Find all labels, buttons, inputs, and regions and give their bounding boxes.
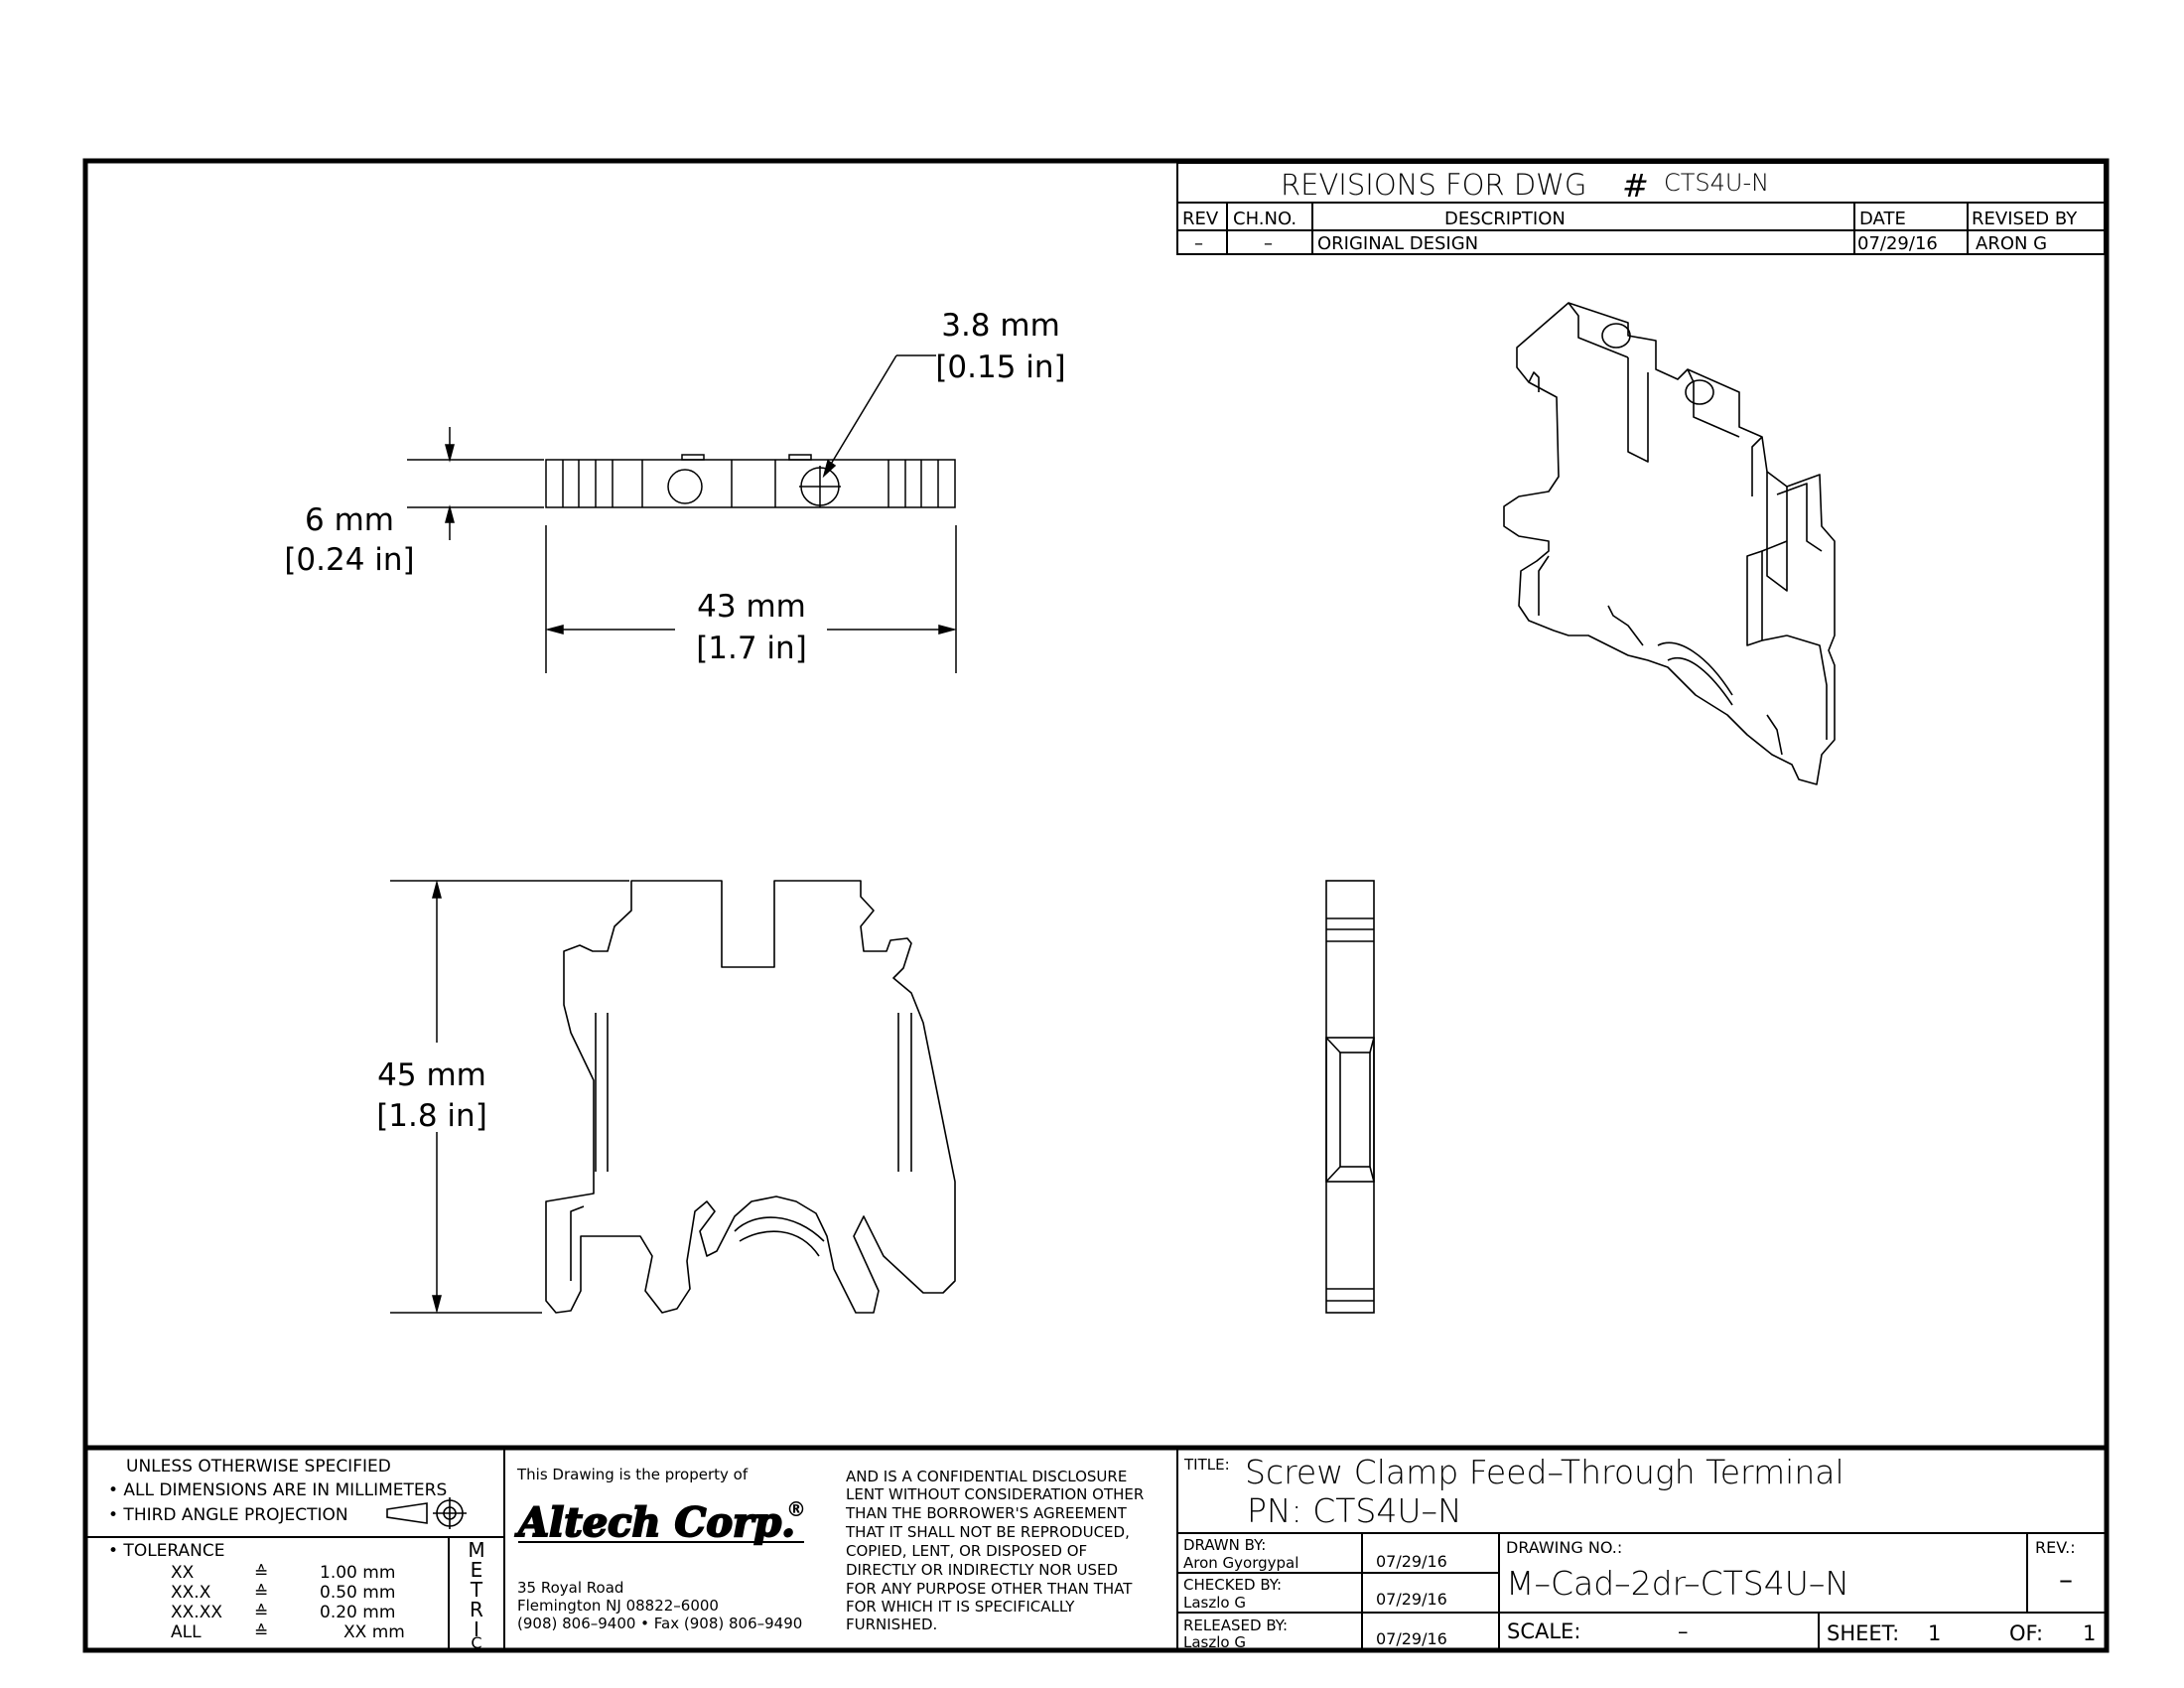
drawn-by-name: Aron Gyorgypal: [1183, 1554, 1298, 1572]
tol-symbol: ≙: [254, 1622, 268, 1642]
tol-symbol: ≙: [254, 1563, 268, 1583]
tol-key: XX.X: [171, 1583, 211, 1603]
svg-text:FURNISHED.: FURNISHED.: [846, 1616, 937, 1633]
side-view: [1325, 880, 1375, 1314]
part-number: PN: CTS4U–N: [1247, 1491, 1462, 1530]
rev-value: –: [2059, 1563, 2073, 1596]
tol-key: ALL: [171, 1622, 202, 1642]
rev-label: REV.:: [2035, 1538, 2076, 1557]
svg-text:T: T: [470, 1578, 483, 1602]
checked-by-label: CHECKED BY:: [1183, 1576, 1282, 1594]
sheet-label: SHEET:: [1827, 1621, 1899, 1645]
svg-text:I: I: [474, 1618, 479, 1641]
scale-label: SCALE:: [1507, 1619, 1580, 1643]
registered-mark: ®: [786, 1497, 806, 1521]
svg-text:FOR WHICH IT IS SPECIFICALLY: FOR WHICH IT IS SPECIFICALLY: [846, 1598, 1075, 1616]
hole-in: [0.15 in]: [935, 350, 1065, 385]
revisions-hash: #: [1622, 167, 1649, 205]
height-dimension: [390, 880, 629, 1314]
tol-key: XX: [171, 1563, 195, 1583]
tol-symbol: ≙: [254, 1583, 268, 1603]
width-in: [1.7 in]: [696, 631, 807, 666]
tol-value: 1.00 mm: [320, 1563, 395, 1583]
svg-text:R: R: [470, 1598, 483, 1621]
date-header: DATE: [1859, 209, 1906, 229]
disclosure-text: AND IS A CONFIDENTIAL DISCLOSURE LENT WI…: [845, 1468, 1144, 1633]
released-by-label: RELEASED BY:: [1183, 1617, 1288, 1634]
drawn-date: 07/29/16: [1376, 1552, 1447, 1571]
revised-by-cell: ARON G: [1976, 233, 2047, 254]
hole-mm: 3.8 mm: [941, 308, 1060, 344]
height-in: [1.8 in]: [376, 1098, 487, 1134]
width-mm: 43 mm: [697, 589, 806, 625]
thickness-mm: 6 mm: [305, 502, 394, 538]
unless-note: UNLESS OTHERWISE SPECIFIED: [126, 1457, 391, 1477]
of-value: 1: [2083, 1621, 2096, 1645]
sheet-value: 1: [1928, 1621, 1941, 1645]
checked-by-name: Laszlo G: [1183, 1594, 1246, 1612]
tol-value: 0.20 mm: [320, 1603, 395, 1622]
svg-text:FOR ANY PURPOSE OTHER THAN THA: FOR ANY PURPOSE OTHER THAN THAT: [846, 1580, 1133, 1598]
tol-symbol: ≙: [254, 1603, 268, 1622]
description-cell: ORIGINAL DESIGN: [1317, 233, 1478, 254]
title-label: TITLE:: [1183, 1456, 1230, 1474]
chno-cell: –: [1264, 233, 1273, 254]
top-view: [545, 454, 956, 508]
title-block-lines: [85, 1445, 2107, 1650]
projection-symbol: [386, 1497, 467, 1529]
company-logo: Altech Corp.: [514, 1499, 795, 1546]
thickness-in: [0.24 in]: [284, 542, 414, 578]
date-cell: 07/29/16: [1857, 233, 1938, 254]
tolerance-label: • TOLERANCE: [108, 1541, 225, 1561]
svg-text:THAN THE BORROWER'S AGREEMENT: THAN THE BORROWER'S AGREEMENT: [845, 1504, 1128, 1522]
svg-text:AND IS A CONFIDENTIAL DISCLOSU: AND IS A CONFIDENTIAL DISCLOSURE: [846, 1468, 1127, 1485]
released-by-name: Laszlo G: [1183, 1633, 1246, 1651]
released-date: 07/29/16: [1376, 1629, 1447, 1648]
chno-header: CH.NO.: [1233, 209, 1297, 229]
svg-text:M: M: [468, 1538, 484, 1562]
drawn-by-label: DRAWN BY:: [1183, 1536, 1266, 1554]
rev-header: REV: [1182, 209, 1219, 229]
drawing-number: M–Cad–2dr–CTS4U–N: [1506, 1564, 1849, 1603]
height-mm: 45 mm: [377, 1057, 486, 1093]
tol-key: XX.XX: [171, 1603, 222, 1622]
description-header: DESCRIPTION: [1444, 209, 1566, 229]
hole-leader: [822, 354, 936, 479]
svg-text:LENT WITHOUT CONSIDERATION OTH: LENT WITHOUT CONSIDERATION OTHER: [846, 1485, 1144, 1503]
property-note: This Drawing is the property of: [516, 1466, 749, 1483]
of-label: OF:: [2009, 1621, 2043, 1645]
revisions-title: REVISIONS FOR DWG: [1281, 168, 1586, 202]
tolerance-rows: XX ≙ 1.00 mm XX.X ≙ 0.50 mm XX.XX ≙ 0.20…: [171, 1563, 405, 1642]
revisions-table: [1176, 162, 2106, 255]
revisions-dwg-number: CTS4U-N: [1664, 169, 1769, 197]
address-line-2: Flemington NJ 08822–6000: [517, 1597, 719, 1615]
dimensions-note: • ALL DIMENSIONS ARE IN MILLIMETERS: [108, 1480, 447, 1500]
tol-value: XX mm: [343, 1622, 405, 1642]
checked-date: 07/29/16: [1376, 1590, 1447, 1609]
width-dimension: [545, 525, 957, 673]
drawing-title: Screw Clamp Feed–Through Terminal: [1245, 1453, 1844, 1491]
address-line-1: 35 Royal Road: [517, 1579, 623, 1597]
rev-cell: –: [1194, 233, 1203, 254]
drawing-number-label: DRAWING NO.:: [1506, 1538, 1622, 1557]
phone-fax: (908) 806–9400 • Fax (908) 806–9490: [517, 1615, 802, 1632]
svg-text:E: E: [471, 1558, 483, 1582]
svg-text:COPIED, LENT, OR DISPOSED OF: COPIED, LENT, OR DISPOSED OF: [846, 1542, 1087, 1560]
svg-text:DIRECTLY OR INDIRECTLY NOR USE: DIRECTLY OR INDIRECTLY NOR USED: [846, 1561, 1118, 1579]
revised-by-header: REVISED BY: [1972, 209, 2078, 229]
scale-value: –: [1678, 1619, 1689, 1643]
svg-text:C: C: [471, 1633, 481, 1652]
front-view: [545, 880, 956, 1314]
projection-note: • THIRD ANGLE PROJECTION: [108, 1505, 348, 1525]
tol-value: 0.50 mm: [320, 1583, 395, 1603]
thickness-dimension: [407, 427, 544, 540]
sheet-border: [82, 158, 2110, 1653]
metric-label: M E T R I C: [468, 1538, 484, 1652]
isometric-view: [1503, 302, 1836, 785]
svg-text:THAT IT SHALL NOT BE REPRODUCE: THAT IT SHALL NOT BE REPRODUCED,: [845, 1523, 1130, 1541]
